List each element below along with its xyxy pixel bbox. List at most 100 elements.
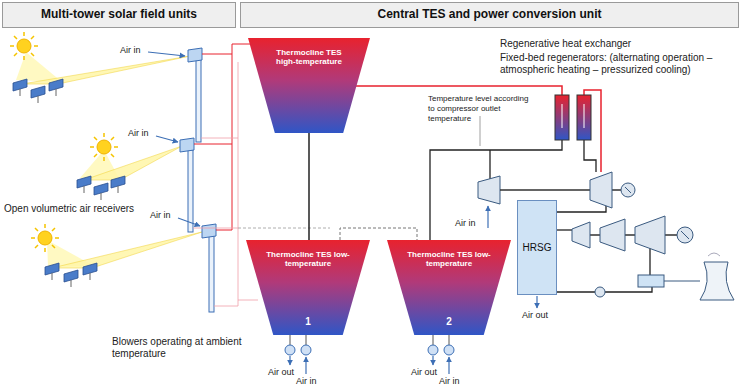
solar-field-unit — [31, 86, 45, 103]
pump — [595, 287, 605, 297]
dashed-pipe — [340, 228, 417, 240]
text-label: Blowers operating at ambient temperature — [112, 336, 244, 360]
generator — [621, 183, 635, 197]
tank-number: 1 — [305, 316, 311, 328]
compressor — [478, 176, 500, 204]
blower — [301, 345, 311, 355]
cooling-tower — [664, 281, 700, 282]
solar-field-unit — [188, 150, 193, 232]
steam-turbine — [572, 216, 665, 254]
node-label: Thermocline TES high-temperature — [268, 48, 350, 66]
solar-field-unit — [77, 133, 194, 232]
condenser — [638, 275, 664, 287]
node-label: HRSG — [523, 242, 552, 254]
storage-tank: Thermocline TES high-temperature — [248, 38, 370, 133]
solar-field-unit — [209, 236, 214, 312]
node-label: Thermocline TES low-temperature — [266, 250, 350, 268]
generator — [625, 187, 631, 193]
steam-turbine — [600, 219, 625, 251]
text-label: Air out — [522, 310, 548, 321]
cold-pipe — [489, 150, 490, 180]
solar-field-unit — [16, 52, 62, 82]
air-arrow — [305, 357, 306, 374]
solar-field-unit — [10, 32, 38, 60]
solar-field-unit — [148, 52, 185, 56]
node-label: Thermocline TES low-temperature — [407, 250, 491, 268]
air-arrow — [536, 296, 537, 308]
blower — [444, 345, 454, 355]
text-label: Open volumetric air receivers — [4, 203, 154, 215]
generator — [621, 183, 635, 197]
return-air-pipe — [193, 62, 258, 306]
solar-field-unit — [188, 48, 202, 62]
tank-shape — [387, 240, 511, 335]
cold-pipe — [649, 247, 650, 275]
solar-field-unit — [22, 56, 190, 84]
generator — [677, 227, 693, 243]
air-arrow — [487, 206, 488, 228]
text-label: Air out — [411, 367, 437, 378]
solar-field-unit — [90, 133, 118, 161]
hot-pipe — [356, 86, 601, 172]
solar-field-unit — [111, 176, 125, 193]
regenerator — [555, 95, 591, 140]
air-arrow — [448, 357, 449, 374]
solar-field-unit — [31, 224, 59, 252]
cooling-tower — [664, 253, 734, 300]
node-label: Multi-tower solar field units — [41, 8, 197, 22]
cooling-tower — [708, 253, 720, 256]
section-header: Multi-tower solar field units — [2, 2, 236, 28]
text-label: Temperature level according to compresso… — [428, 94, 536, 124]
cooling-tower — [700, 262, 734, 300]
hrsg-box: HRSG — [517, 200, 557, 295]
blower — [428, 345, 438, 355]
solar-field-unit — [180, 138, 194, 152]
solar-field-unit — [64, 270, 78, 287]
tank-shape — [248, 38, 370, 133]
steam-turbine — [572, 222, 590, 248]
text-label: Air in — [150, 210, 171, 221]
solar-field-unit — [45, 263, 59, 280]
solar-field-unit — [31, 218, 216, 312]
text-label: Air in — [439, 376, 460, 387]
storage-tank: Thermocline TES low-temperature 1 — [246, 240, 370, 335]
steam-turbine — [635, 216, 665, 254]
cold-pipe — [557, 291, 595, 292]
text-label: Fixed-bed regenerators: (alternating ope… — [500, 52, 736, 76]
pipe-connector — [308, 133, 310, 240]
node-label: Central TES and power conversion unit — [377, 8, 601, 22]
solar-field-unit — [156, 136, 178, 142]
cold-pipe — [605, 287, 652, 292]
solar-field-unit — [83, 263, 97, 280]
blower — [285, 335, 454, 355]
solar-field-unit — [10, 32, 202, 142]
return-air-pipe — [193, 62, 258, 306]
solar-field-unit — [178, 218, 200, 226]
solar-field-unit — [202, 224, 216, 238]
hot-air-pipe — [194, 44, 250, 230]
text-label: Air in — [455, 218, 476, 229]
air-arrow — [432, 356, 433, 365]
solar-field-unit — [77, 176, 91, 193]
gas-turbine — [590, 172, 612, 208]
cold-pipe — [557, 229, 572, 230]
storage-tank: Thermocline TES low-temperature2 — [387, 240, 511, 335]
solar-field-unit — [52, 232, 202, 268]
air-arrow — [289, 356, 290, 365]
hot-air-pipe — [194, 44, 250, 230]
text-label: Air in — [120, 45, 141, 56]
text-label: Air in — [296, 376, 317, 387]
solar-field-unit — [94, 183, 108, 200]
gas-turbine — [590, 172, 612, 208]
solar-field-unit — [196, 58, 201, 142]
regenerator — [562, 104, 584, 128]
generator — [681, 231, 689, 239]
pump — [595, 287, 605, 297]
cold-pipe — [557, 206, 606, 212]
cold-pipe — [584, 140, 596, 172]
compressor — [478, 176, 500, 204]
temperature-leader — [480, 116, 481, 146]
hot-pipe — [356, 86, 562, 95]
solar-field-unit — [13, 79, 27, 96]
